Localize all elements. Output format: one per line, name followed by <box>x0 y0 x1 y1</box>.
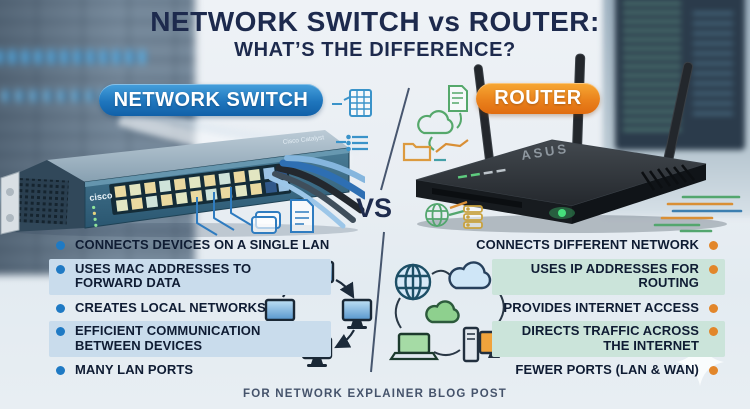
asus-logo: ASUS <box>520 141 570 163</box>
bullet-dot <box>56 327 65 336</box>
catalyst-label: Cisco Catalyst <box>282 134 324 146</box>
router-feature-list: CONNECTS DIFFERENT NETWORK USES IP ADDRE… <box>456 237 725 384</box>
power-led <box>558 209 566 217</box>
list-item: CONNECTS DIFFERENT NETWORK <box>476 237 718 253</box>
router-badge: ROUTER <box>476 83 600 114</box>
bullet-dot <box>56 264 65 274</box>
list-item: USES IP ADDRESSES FOR ROUTING <box>492 258 725 295</box>
list-item: USES MAC ADDRESSES TO FORWARD DATA <box>49 258 331 295</box>
title-line2: WHAT’S THE DIFFERENCE? <box>234 39 516 61</box>
footer-caption: FOR NETWORK EXPLAINER BLOG POST <box>242 388 507 400</box>
list-item: DIRECTS TRAFFIC ACROSS THE INTERNET <box>492 321 725 357</box>
rack-led-row <box>0 50 146 64</box>
monitor-screen <box>615 0 745 150</box>
network-switch-photo: cisco Cisco Catalyst <box>0 130 365 237</box>
bullet-dot <box>709 327 718 336</box>
vs-label: VS <box>355 193 393 223</box>
connector-lines <box>394 269 505 356</box>
router-photo: ASUS <box>415 53 727 233</box>
network-switch-badge: NETWORK SWITCH <box>99 84 323 116</box>
switch-feature-list: CONNECTS DEVICES ON A SINGLE LAN USES MA… <box>49 237 331 384</box>
vent-grille <box>16 177 69 225</box>
list-item: MANY LAN PORTS <box>56 362 331 378</box>
list-item: CONNECTS DEVICES ON A SINGLE LAN <box>56 237 331 253</box>
led-strip <box>457 168 506 179</box>
list-item: CREATES LOCAL NETWORKS <box>56 300 331 316</box>
vent-grille <box>640 164 695 191</box>
laptop-icon <box>388 332 440 361</box>
rack-bracket <box>0 171 20 235</box>
bullet-dot <box>56 366 65 375</box>
bullet-dot <box>56 241 65 250</box>
cloud-icon <box>425 300 460 324</box>
bullet-dot <box>56 303 65 313</box>
list-item: PROVIDES INTERNET ACCESS <box>503 300 718 316</box>
code-lines <box>693 12 733 122</box>
list-item: EFFICIENT COMMUNICATION BETWEEN DEVICES <box>49 321 331 357</box>
bullet-dot <box>709 303 718 313</box>
bullet-dot <box>709 366 718 375</box>
internet-diagram <box>388 261 510 363</box>
bullet-dot <box>709 241 718 250</box>
bullet-dot <box>709 264 718 274</box>
cloud-icon <box>448 261 492 290</box>
page-title: NETWORK SWITCH vs ROUTER: WHAT’S THE DIF… <box>0 6 750 62</box>
list-item: FEWER PORTS (LAN & WAN) <box>515 362 718 378</box>
title-line1: NETWORK SWITCH vs ROUTER: <box>150 6 600 37</box>
code-lines <box>623 2 681 132</box>
globe-icon <box>394 263 432 301</box>
cisco-logo: cisco <box>89 190 114 203</box>
